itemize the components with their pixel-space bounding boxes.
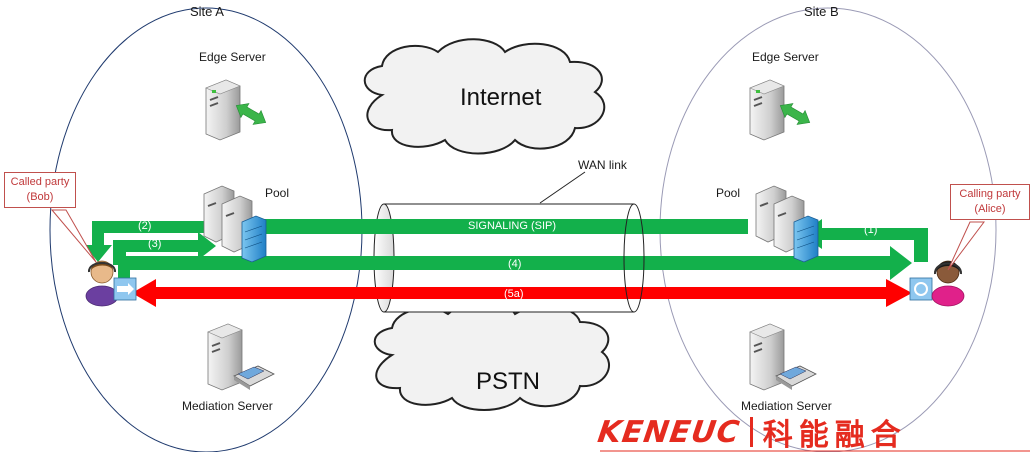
flow-4-arrow bbox=[118, 246, 912, 285]
calling-party-callout: Calling party (Alice) bbox=[950, 184, 1030, 220]
flow-5a-arrow bbox=[132, 279, 912, 307]
flow-2-arrow bbox=[84, 221, 225, 262]
flow-4-label: (4) bbox=[508, 258, 522, 270]
logo-latin-text: KENEUC bbox=[595, 414, 743, 450]
internet-label: Internet bbox=[460, 84, 542, 111]
bob-user-icon bbox=[85, 260, 137, 307]
flow-5a-label: (5a) bbox=[504, 288, 524, 300]
keneuc-logo: KENEUC 科能融合 bbox=[595, 412, 907, 454]
wan-link-label: WAN link bbox=[578, 158, 627, 172]
flow-3-label: (3) bbox=[148, 238, 162, 250]
called-party-callout: Called party (Bob) bbox=[4, 172, 76, 208]
called-party-pointer bbox=[50, 209, 97, 263]
mediation-server-b-label: Mediation Server bbox=[741, 399, 832, 413]
mediation-server-b-icon bbox=[749, 323, 817, 391]
calling-party-pointer bbox=[947, 221, 985, 271]
mediation-server-a-icon bbox=[207, 323, 275, 391]
pool-a-icon bbox=[203, 185, 267, 263]
flow-2-label: (2) bbox=[138, 220, 152, 232]
edge-server-b-icon bbox=[749, 79, 811, 141]
signaling-label: SIGNALING (SIP) bbox=[468, 220, 557, 232]
called-party-callout-line2: (Bob) bbox=[26, 191, 54, 203]
site-b-title: Site B bbox=[804, 4, 839, 19]
calling-party-callout-line2: (Alice) bbox=[974, 203, 1006, 215]
wan-link-pointer bbox=[539, 171, 586, 204]
pool-a-label: Pool bbox=[265, 186, 290, 200]
logo-separator bbox=[749, 417, 753, 447]
internet-cloud bbox=[363, 38, 606, 155]
flow-1-label: (1) bbox=[864, 224, 878, 236]
alice-user-icon bbox=[909, 260, 965, 307]
calling-party-callout-line1: Calling party bbox=[959, 188, 1021, 200]
site-a-title: Site A bbox=[190, 4, 224, 19]
edge-server-b-label: Edge Server bbox=[752, 50, 819, 64]
flow-1-arrow bbox=[800, 219, 928, 262]
flow-3-arrow bbox=[113, 232, 216, 265]
edge-server-a-icon bbox=[205, 79, 267, 141]
wan-link-tube-end bbox=[623, 203, 645, 313]
called-party-callout-line1: Called party bbox=[10, 176, 70, 188]
mediation-server-a-label: Mediation Server bbox=[182, 399, 273, 413]
edge-server-a-label: Edge Server bbox=[199, 50, 266, 64]
pstn-label: PSTN bbox=[476, 368, 541, 395]
pool-b-icon bbox=[755, 185, 819, 263]
logo-cjk-text: 科能融合 bbox=[762, 418, 907, 453]
pool-b-label: Pool bbox=[716, 186, 741, 200]
